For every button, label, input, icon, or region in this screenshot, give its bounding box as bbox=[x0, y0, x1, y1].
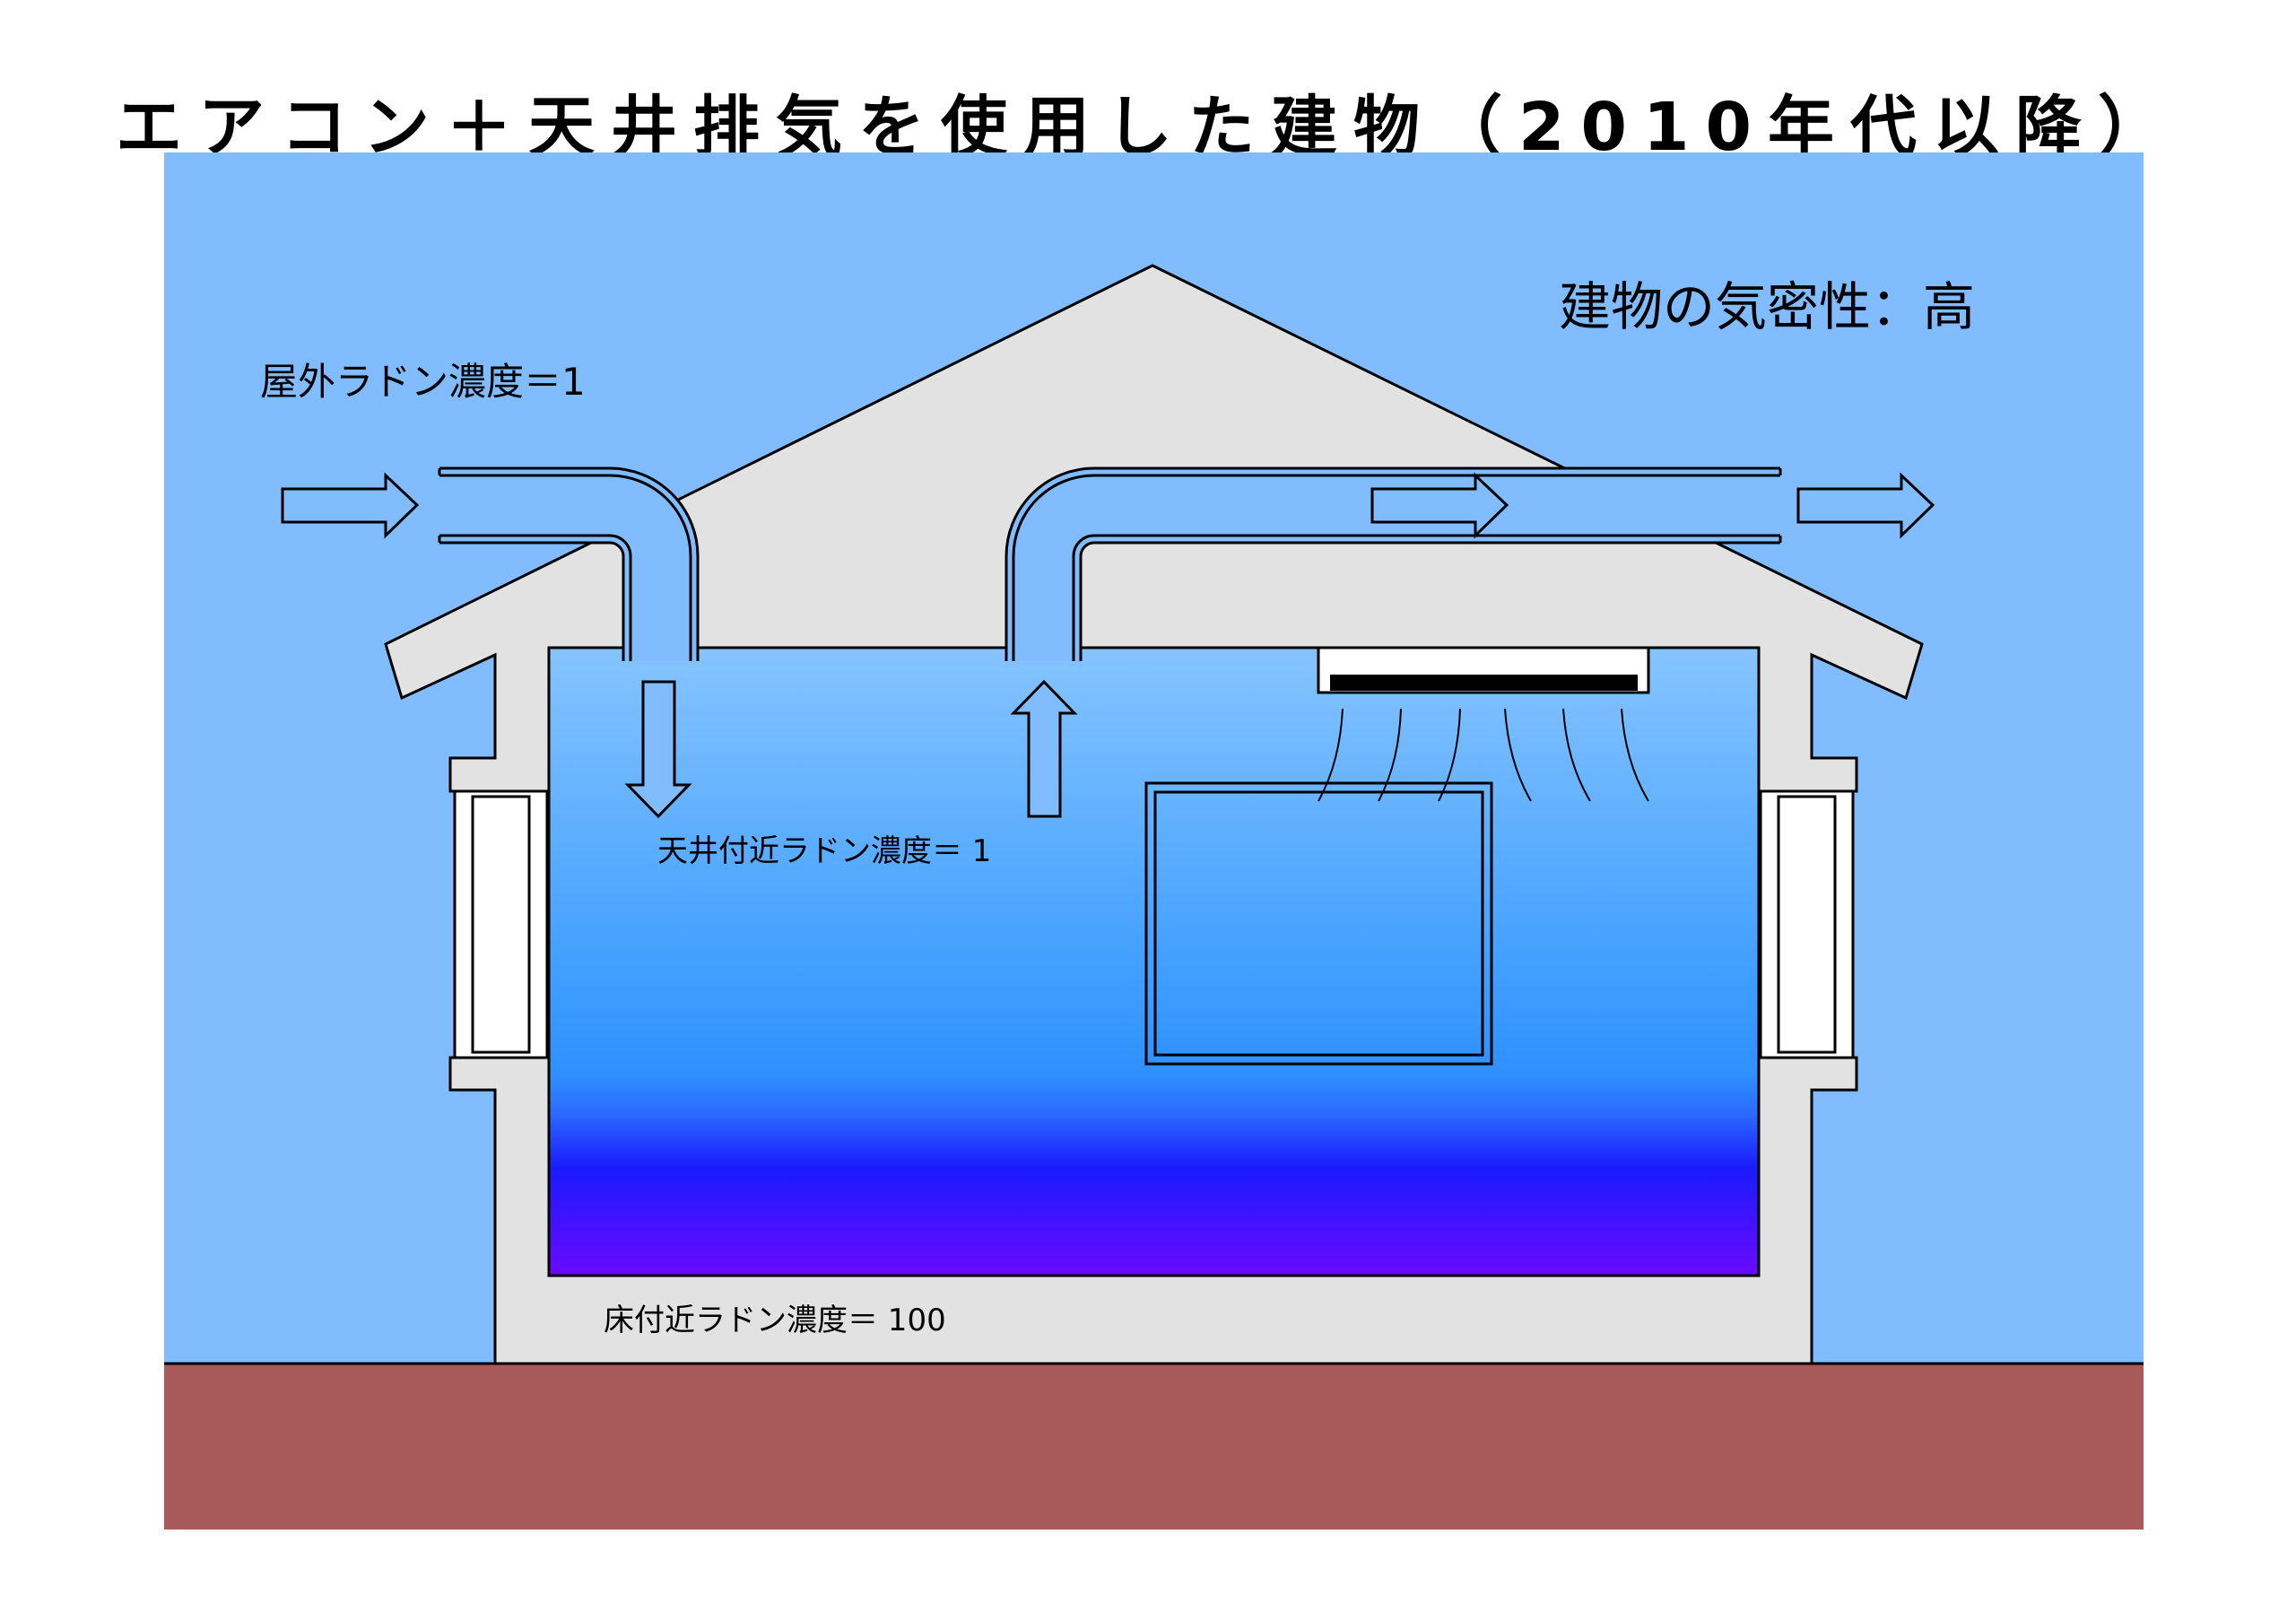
ac-airflow-lines bbox=[1318, 708, 1649, 802]
floor-radon-label: 床付近ラドン濃度＝ 100 bbox=[604, 1303, 946, 1338]
airflow-arrow-duct bbox=[1370, 472, 1509, 539]
exhaust-duct bbox=[1004, 466, 1782, 661]
ground bbox=[164, 1364, 2144, 1529]
supply-arrow-down bbox=[624, 680, 692, 819]
interior-window bbox=[1144, 781, 1493, 1066]
exhaust-arrow-up bbox=[1010, 679, 1078, 818]
ceiling-radon-label: 天井付近ラドン濃度＝ 1 bbox=[657, 833, 991, 869]
intake-duct bbox=[438, 466, 700, 661]
outflow-arrow-right bbox=[1796, 472, 1935, 539]
inflow-arrow-left bbox=[281, 472, 420, 539]
right-window bbox=[1759, 789, 1855, 1059]
airtightness-label: 建物の気密性：高 bbox=[1559, 276, 1975, 337]
air-conditioner bbox=[1317, 646, 1650, 694]
left-window bbox=[453, 789, 549, 1059]
outdoor-radon-label: 屋外ラドン濃度＝1 bbox=[260, 360, 586, 404]
